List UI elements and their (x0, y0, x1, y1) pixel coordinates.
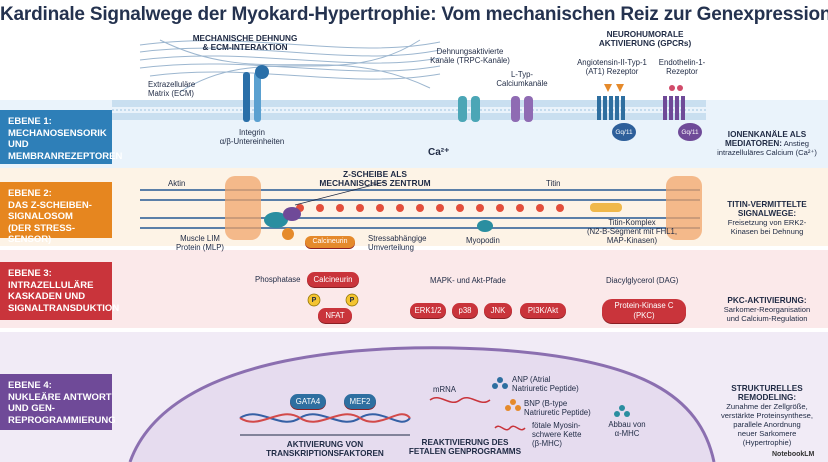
level4-tab: EBENE 4: NUKLEÄRE ANTWORT UND GEN- REPRO… (0, 374, 116, 430)
dag-label: Diacylglycerol (DAG) (606, 276, 679, 285)
level3-side-note: PKC-AKTIVIERUNG: Sarkomer-Reorganisation… (723, 296, 811, 323)
protein-dot (282, 228, 294, 240)
at1-receptor-shape (597, 84, 625, 120)
level2-side-note: TITIN-VERMITTELTE SIGNALWEGE: Freisetzun… (727, 200, 807, 236)
gq-label-2: Gq/11 (681, 129, 699, 136)
mrna-strand (429, 397, 491, 403)
level4-side-note: STRUKTURELLES REMODELING: Zunahme der Ze… (720, 384, 813, 447)
mlp-shape (264, 212, 288, 228)
phosphatase-label: Phosphatase (255, 275, 301, 284)
at1-receptor-label: Angiotensin-II-Typ-1(AT1) Rezeptor (577, 58, 647, 76)
aktin-label: Aktin (168, 179, 186, 188)
et1-receptor-label: Endothelin-1-Rezeptor (658, 58, 706, 76)
level3-tab: EBENE 3: INTRAZELLULÄRE KASKADEN UND SIG… (0, 262, 119, 320)
gq-protein-2 (678, 123, 702, 141)
phospho-label-1: P (311, 297, 317, 304)
calcineurin-badge-l2: Calcineurin (305, 236, 355, 248)
phospho-label-2: P (349, 297, 355, 304)
nucleus-envelope (128, 346, 716, 462)
page-title: Kardinale Signalwege der Myokard-Hypertr… (0, 4, 828, 25)
z-disc-right-shape (666, 176, 702, 240)
myopodin-label: Myopodin (466, 236, 500, 245)
mapk-label: MAPK- und Akt-Pfade (430, 276, 506, 285)
nfat-badge: NFAT (318, 308, 352, 323)
kinase-p38: p38 (452, 303, 478, 318)
level1-side-note: IONENKANÄLE ALS MEDIATOREN: Anstieg intr… (717, 130, 817, 157)
kinase-pi3k: PI3K/Akt (520, 303, 566, 318)
cell-membrane (112, 100, 706, 120)
gata4-badge: GATA4 (290, 394, 326, 409)
peptide-icons (492, 377, 630, 431)
phospho-2 (345, 293, 359, 307)
mef2-badge: MEF2 (344, 394, 376, 409)
et1-receptor-shape (663, 85, 685, 120)
mrna-label: mRNA (433, 385, 456, 394)
pkc-badge: Protein-Kinase C(PKC) (602, 299, 686, 323)
mech-stretch-heading: MECHANISCHE DEHNUNG& ECM-INTERAKTION (192, 34, 298, 52)
calcium-ion-label: Ca²⁺ (428, 147, 450, 158)
myosin-label: fötale Myosin-schwere Kette(β-MHC) (532, 421, 582, 448)
ltype-channel-shape (511, 96, 533, 122)
calcineurin-badge: Calcineurin (307, 272, 359, 287)
kinase-erk: ERK1/2 (410, 303, 446, 318)
ecm-fibers (139, 39, 441, 93)
titin-label: Titin (546, 179, 561, 188)
phospho-1 (307, 293, 321, 307)
ltype-label: L-Typ-Calciumkanäle (496, 70, 548, 88)
titin-complex-shape (590, 203, 622, 212)
titin-complex-label: Titin-Komplex(N2-B-Segment mit FHL1,MAP-… (586, 218, 678, 245)
titin-beads (296, 204, 564, 212)
mlp-shape-2 (283, 207, 301, 221)
trpc-channel-shape (458, 96, 480, 122)
kinase-jnk: JNK (484, 303, 512, 318)
gq-label-1: Gq/11 (615, 129, 633, 136)
level2-tab: EBENE 2: DAS Z-SCHEIBEN- SIGNALOSOM (DER… (0, 182, 112, 245)
zdisc-pointer (294, 181, 386, 206)
brand-label: NotebookLM (772, 451, 815, 458)
dna-helix (239, 413, 411, 423)
integrin-shape (243, 65, 269, 122)
gq-protein-1 (612, 123, 636, 141)
level1-tab: EBENE 1: MECHANOSENSORIK UND MEMBRANREZE… (0, 110, 122, 164)
z-disc-shape (225, 176, 261, 240)
myopodin-shape (477, 220, 493, 232)
